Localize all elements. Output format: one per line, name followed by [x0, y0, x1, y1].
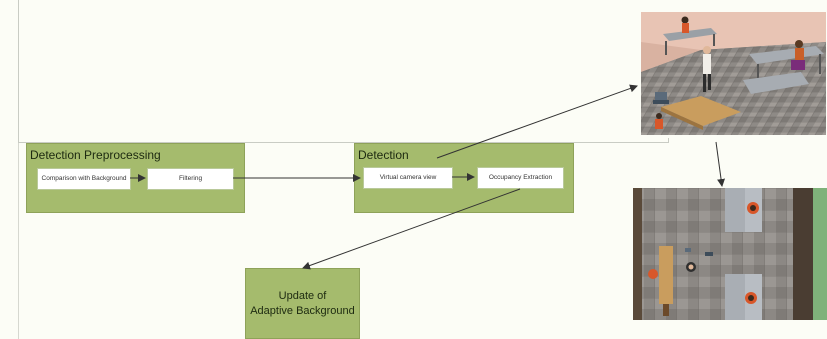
virtual-camera-view-label: Virtual camera view — [379, 174, 437, 182]
arrow-occupancy-to-update — [302, 188, 521, 270]
detection-title: Detection — [358, 148, 409, 162]
occupancy-extraction-label: Occupancy Extraction — [488, 174, 553, 182]
detection-group: Detection Virtual camera view Occupancy … — [354, 143, 574, 213]
frame-right-line — [668, 138, 669, 143]
frame-bottom-line — [18, 142, 668, 143]
frame-left-line — [18, 0, 19, 143]
virtual-camera-view-box: Virtual camera view — [363, 167, 453, 189]
filtering-box: Filtering — [147, 168, 234, 190]
update-adaptive-background-label: Update of Adaptive Background — [250, 289, 355, 317]
top-view-office-render — [633, 188, 827, 320]
detection-preprocessing-title: Detection Preprocessing — [30, 148, 161, 162]
frame-lower-left-line — [18, 143, 19, 339]
perspective-office-image — [641, 12, 826, 135]
comparison-with-background-label: Comparison with Background — [41, 175, 127, 183]
arrow-perspective-to-top-view — [715, 141, 726, 187]
perspective-office-render — [641, 12, 826, 135]
occupancy-extraction-box: Occupancy Extraction — [477, 167, 564, 189]
filtering-label: Filtering — [178, 175, 203, 183]
comparison-with-background-box: Comparison with Background — [37, 168, 131, 190]
top-view-office-image — [633, 188, 827, 320]
arrow-detection-to-perspective-image — [436, 84, 638, 159]
detection-preprocessing-group: Detection Preprocessing Comparison with … — [26, 143, 245, 213]
